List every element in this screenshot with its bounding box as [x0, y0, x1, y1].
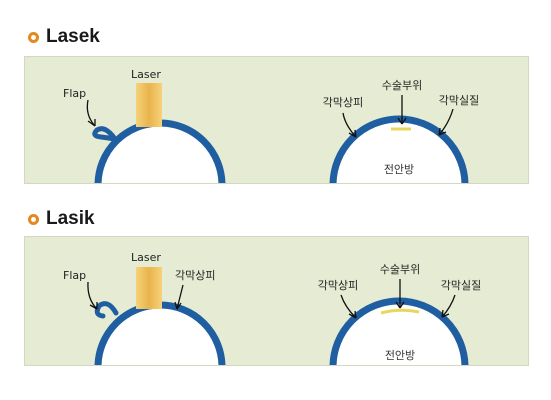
lasek-arrows	[342, 95, 454, 138]
lasik-stroma-label: 각막실질	[440, 279, 482, 292]
lasik-arrows-left	[87, 281, 184, 310]
lasek-flap-arrow	[86, 99, 96, 127]
lasek-diagram-panel: Flap Laser 각막상피 수술부위 각막실질 전안방	[24, 56, 529, 184]
lasek-anterior-chamber-label: 전안방	[383, 163, 415, 176]
lasik-epithelium-label: 각막상피	[317, 279, 359, 292]
title-lasik-label: Lasik	[46, 208, 95, 229]
lasik-laser-beam	[136, 267, 162, 309]
bullet-icon	[28, 31, 39, 43]
title-lasek-label: Lasek	[46, 26, 100, 47]
lasek-epithelium-label: 각막상피	[322, 96, 364, 109]
section-title-lasik: Lasik	[28, 208, 95, 230]
lasik-diagram	[87, 267, 469, 365]
lasek-laser-label: Laser	[131, 68, 161, 81]
lasek-stroma-label: 각막실질	[438, 94, 480, 107]
lasik-surgery-site-label: 수술부위	[379, 263, 421, 276]
lasik-epithelium-left-label: 각막상피	[175, 269, 216, 282]
lasek-laser-beam	[136, 83, 162, 127]
lasek-surgery-site-label: 수술부위	[381, 79, 423, 92]
lasik-laser-label: Laser	[131, 251, 161, 264]
lasik-flap	[94, 301, 119, 319]
lasik-flap-label: Flap	[63, 269, 87, 282]
bullet-icon	[28, 213, 39, 225]
lasek-flap	[92, 126, 118, 142]
lasik-diagram-panel: Flap Laser 각막상피 각막상피 수술부위 각막실질 전안방	[24, 236, 529, 366]
section-title-lasek: Lasek	[28, 26, 100, 48]
lasik-right-eye	[329, 297, 469, 365]
lasik-arrows-right	[340, 279, 456, 319]
lasek-diagram	[86, 83, 469, 183]
lasek-left-eye	[94, 119, 226, 183]
lasik-anterior-chamber-label: 전안방	[384, 349, 416, 362]
lasek-flap-label: Flap	[63, 87, 87, 100]
